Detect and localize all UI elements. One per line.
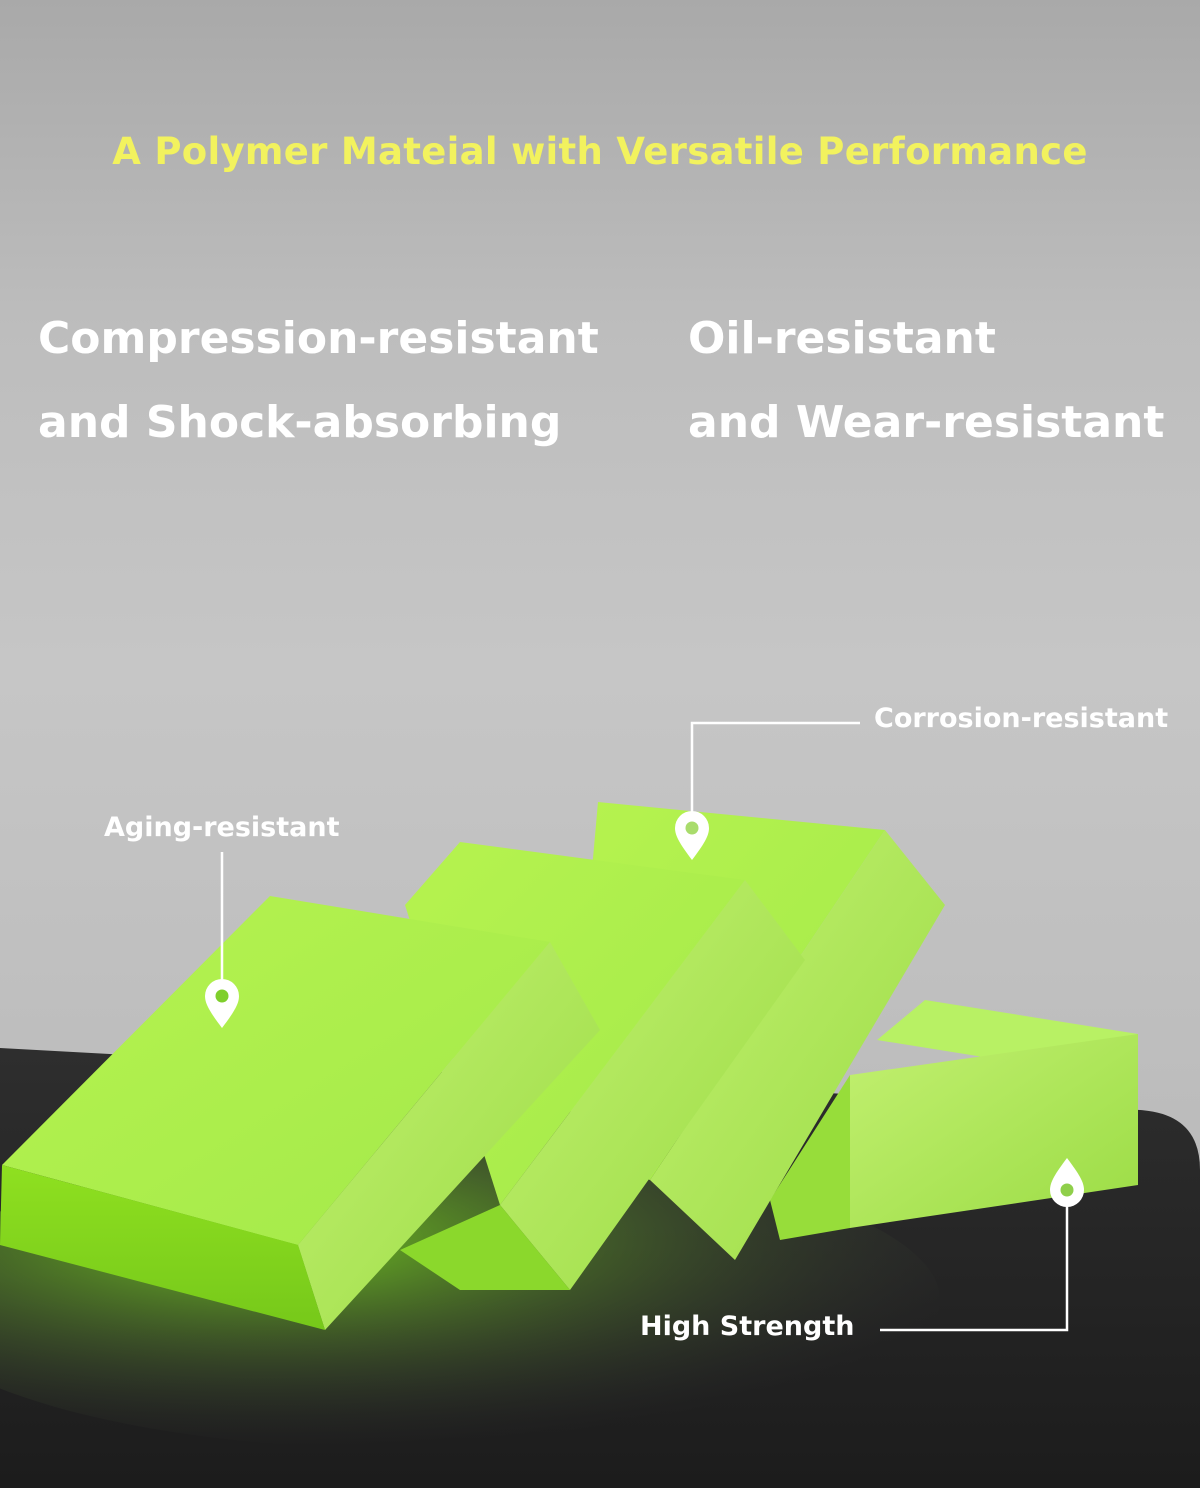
feature-line: Oil-resistant — [688, 313, 996, 364]
feature-line: and Wear-resistant — [688, 397, 1165, 448]
feature-oil: Oil-resistant and Wear-resistant — [688, 297, 1164, 465]
feature-line: Compression-resistant — [38, 313, 599, 364]
green-block — [0, 896, 600, 1330]
callout-aging: Aging-resistant — [104, 812, 340, 843]
callout-strength: High Strength — [640, 1311, 855, 1342]
callout-line — [880, 1190, 1069, 1332]
location-pin-icon — [205, 979, 239, 1028]
feature-line: and Shock-absorbing — [38, 397, 562, 448]
callout-corrosion: Corrosion-resistant — [874, 703, 1169, 734]
feature-compression: Compression-resistant and Shock-absorbin… — [38, 297, 599, 465]
callout-line — [690, 721, 860, 835]
location-pin-icon — [1050, 1158, 1084, 1207]
location-pin-icon — [675, 811, 709, 860]
page-title: A Polymer Mateial with Versatile Perform… — [112, 130, 1088, 173]
